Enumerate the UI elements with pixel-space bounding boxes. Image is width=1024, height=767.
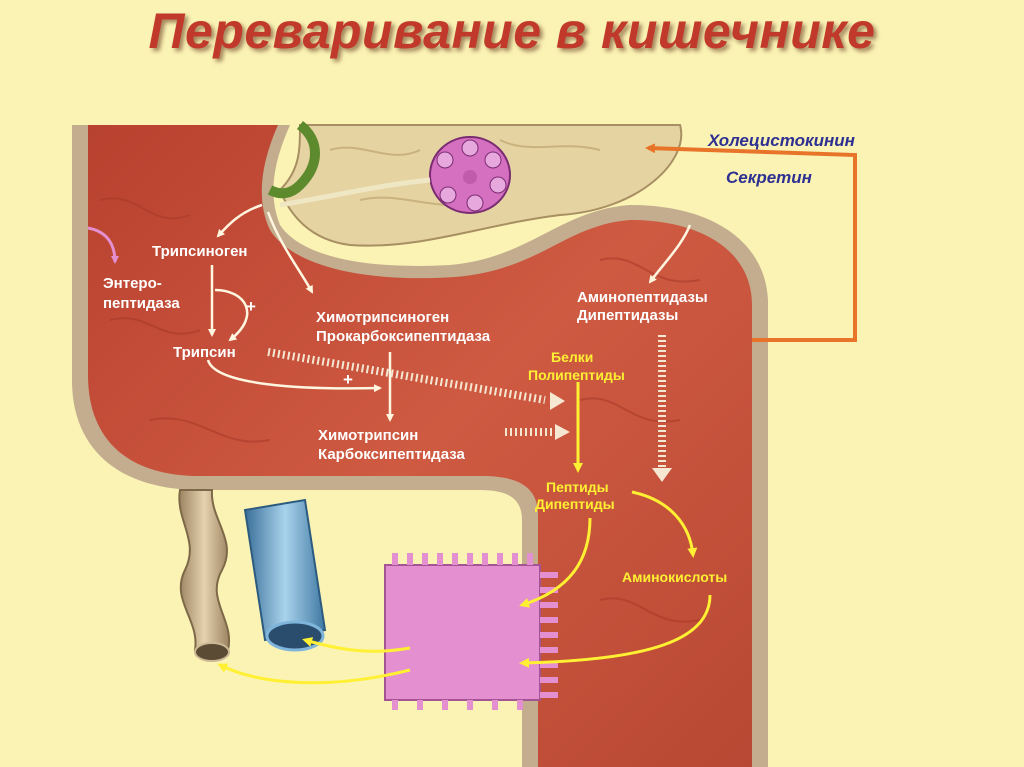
label-enteropeptidase-1: Энтеро- <box>103 275 162 292</box>
label-amino-acids: Аминокислоты <box>622 569 727 585</box>
label-chymotrypsinogen: Химотрипсиноген <box>316 309 449 326</box>
label-proteins: Белки <box>551 349 593 365</box>
label-enteropeptidase-2: пептидаза <box>103 295 180 312</box>
bile-duct <box>267 121 320 199</box>
plus-sign-1: + <box>246 297 256 316</box>
slide-title: Переваривание в кишечнике <box>148 3 876 59</box>
label-chymotrypsin: Химотрипсин <box>318 427 418 444</box>
label-aminopeptidases: Аминопептидазы <box>577 289 708 306</box>
pancreatic-acinus <box>279 136 511 214</box>
enteropeptidase-input-arrow <box>87 226 119 264</box>
label-cholecystokinin: Холецистокинин <box>707 131 855 150</box>
label-procarboxypeptidase: Прокарбоксипептидаза <box>316 328 491 345</box>
activation-arrows <box>206 265 394 422</box>
intestine-lumen <box>88 125 752 767</box>
label-dipeptidases: Дипептидазы <box>577 307 678 324</box>
hormone-feedback-arrow <box>645 143 857 342</box>
label-peptides: Пептиды <box>546 479 609 495</box>
label-trypsinogen: Трипсиноген <box>152 243 247 260</box>
lymph-vessel <box>178 489 231 662</box>
label-polypeptides: Полипептиды <box>528 367 625 383</box>
absorption-arrows <box>217 382 712 685</box>
label-secretin: Секретин <box>726 168 812 187</box>
label-dipeptides: Дипептиды <box>535 496 615 512</box>
label-carboxypeptidase: Карбоксипептидаза <box>318 446 465 463</box>
enterocyte-villi <box>384 553 558 710</box>
blood-vessel <box>243 498 327 652</box>
plus-sign-2: + <box>343 370 353 389</box>
label-trypsin: Трипсин <box>173 344 236 361</box>
hydrolysis-dashed-arrows <box>267 335 666 470</box>
secretion-arrows <box>216 203 692 294</box>
